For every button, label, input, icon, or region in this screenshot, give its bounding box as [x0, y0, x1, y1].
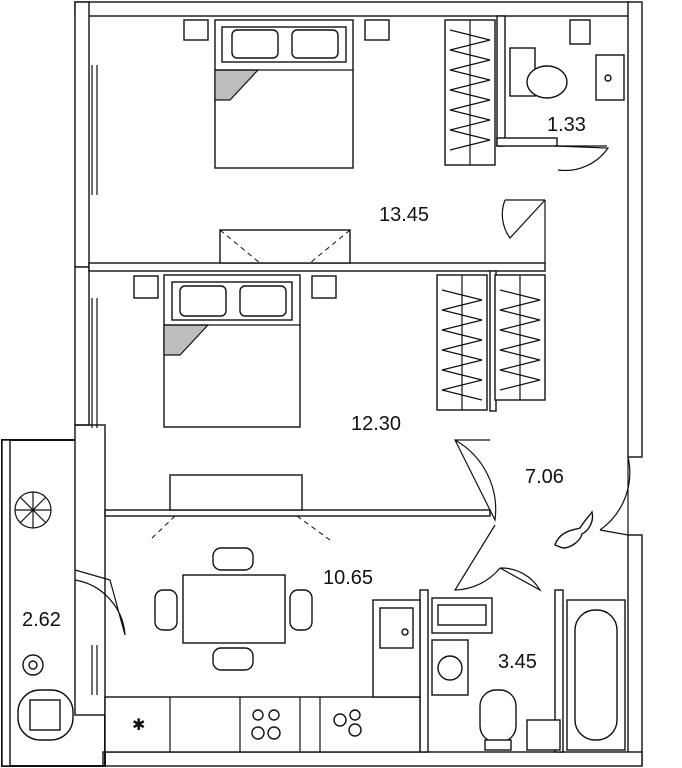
dining-table — [154, 547, 313, 671]
area-label-balcony: 2.62 — [22, 609, 61, 631]
area-label-living-kitchen: 10.65 — [323, 567, 373, 589]
cat-icon — [554, 510, 594, 549]
bed-2 — [133, 274, 337, 428]
wardrobe-1 — [444, 19, 496, 166]
area-labels: 13.45 1.33 12.30 7.06 10.65 2.62 3.45 — [22, 114, 586, 673]
doors — [74, 145, 631, 636]
interior-walls — [88, 15, 564, 753]
area-label-bathroom: 3.45 — [498, 651, 537, 673]
area-label-hallway: 7.06 — [525, 466, 564, 488]
area-label-toilet: 1.33 — [547, 114, 586, 136]
area-label-bedroom-2: 12.30 — [351, 413, 401, 435]
toilet-fixtures — [509, 19, 625, 101]
bath-fixtures — [431, 597, 626, 751]
kitchen-counter: ✱ — [104, 599, 421, 753]
bed-1 — [183, 19, 390, 169]
tv-1 — [219, 229, 351, 264]
wardrobe-2 — [436, 274, 546, 411]
balcony-fixtures — [14, 491, 74, 741]
area-label-bedroom-1: 13.45 — [379, 204, 429, 226]
outer-walls — [1, 1, 643, 767]
tv-2 — [149, 474, 331, 541]
svg-text:✱: ✱ — [132, 717, 145, 734]
